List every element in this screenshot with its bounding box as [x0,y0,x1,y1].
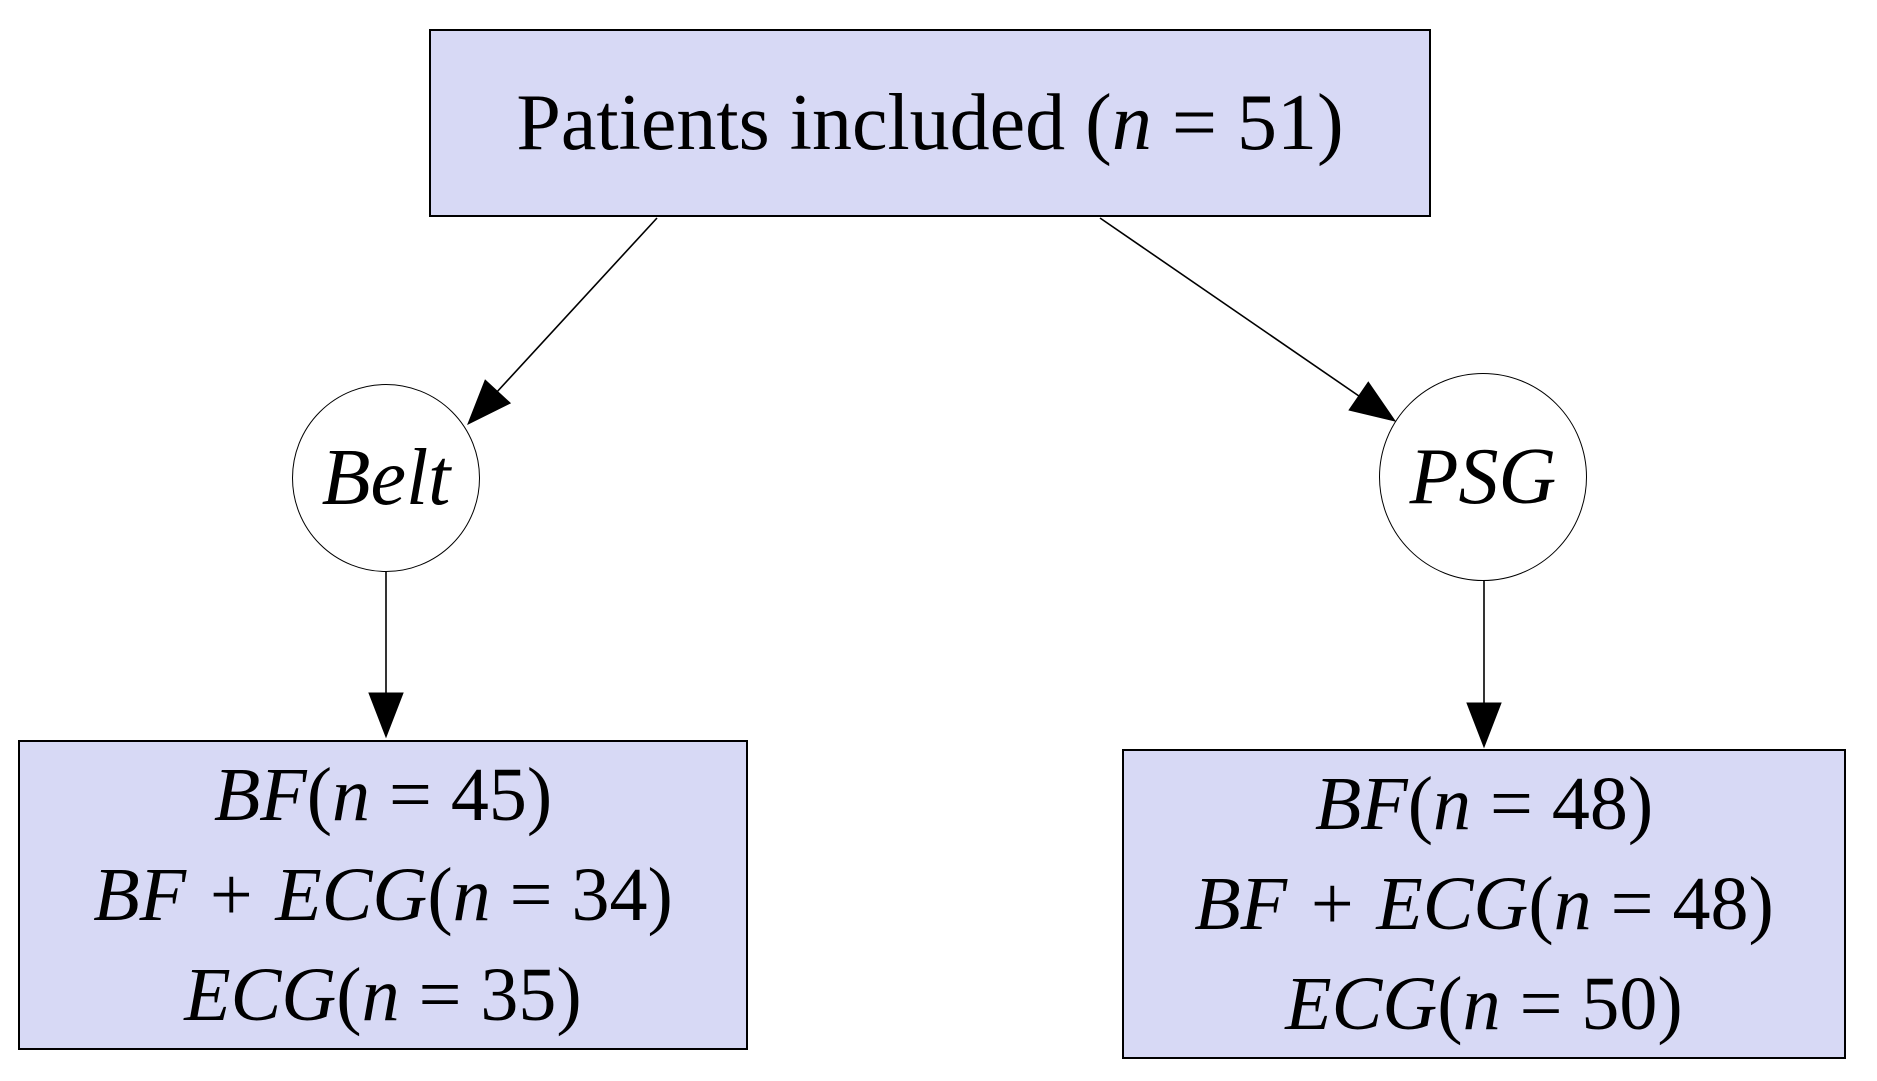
arrow-belt-to-results [368,572,404,739]
psg-node-label: PSG [1409,432,1557,521]
psg-result-line-bf-ecg: BF + ECG(n = 48) [1194,862,1774,946]
belt-result-line-bf: BF(n = 45) [213,753,553,837]
psg-node: PSG [1379,373,1587,581]
patients-included-label: Patients included (n = 51) [516,78,1344,167]
patients-included-box: Patients included (n = 51) [429,29,1431,217]
belt-result-line-ecg: ECG(n = 35) [184,953,582,1037]
arrow-top-to-belt [467,217,658,426]
psg-result-line-bf: BF(n = 48) [1314,762,1654,846]
arrow-top-to-psg [1099,217,1397,422]
belt-node-label: Belt [321,433,451,522]
belt-node: Belt [292,384,480,572]
belt-result-line-bf-ecg: BF + ECG(n = 34) [93,853,673,937]
psg-result-line-ecg: ECG(n = 50) [1285,962,1683,1046]
psg-results-box: BF(n = 48) BF + ECG(n = 48) ECG(n = 50) [1122,749,1846,1059]
arrow-psg-to-results [1466,581,1502,749]
belt-results-box: BF(n = 45) BF + ECG(n = 34) ECG(n = 35) [18,740,748,1050]
